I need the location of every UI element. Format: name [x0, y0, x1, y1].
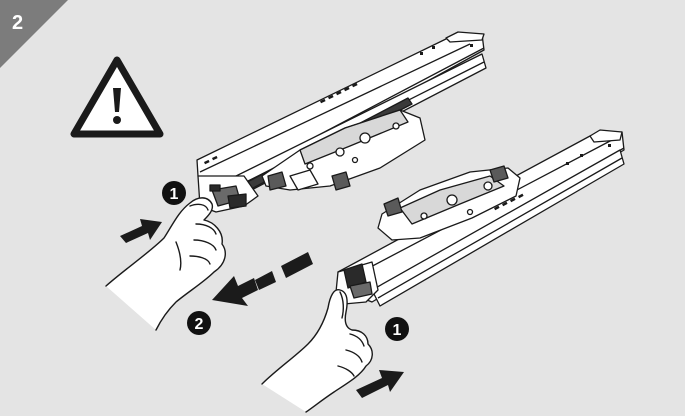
marker-1-right: 1	[385, 317, 409, 341]
right-push-arrow	[356, 370, 404, 398]
left-drawer-runner	[196, 31, 487, 213]
step-tag: 2	[0, 0, 68, 68]
step-number: 2	[12, 12, 23, 34]
marker-1-left-label: 1	[170, 186, 179, 203]
marker-1-left: 1	[162, 181, 186, 205]
right-hand	[261, 289, 373, 413]
marker-1-right-label: 1	[393, 322, 402, 339]
right-drawer-runner	[335, 129, 625, 307]
warning-icon	[70, 56, 164, 138]
marker-2: 2	[187, 311, 211, 335]
pull-arrow	[212, 252, 313, 306]
left-push-arrow	[120, 219, 162, 243]
left-hand	[105, 197, 226, 331]
marker-2-label: 2	[195, 316, 204, 333]
